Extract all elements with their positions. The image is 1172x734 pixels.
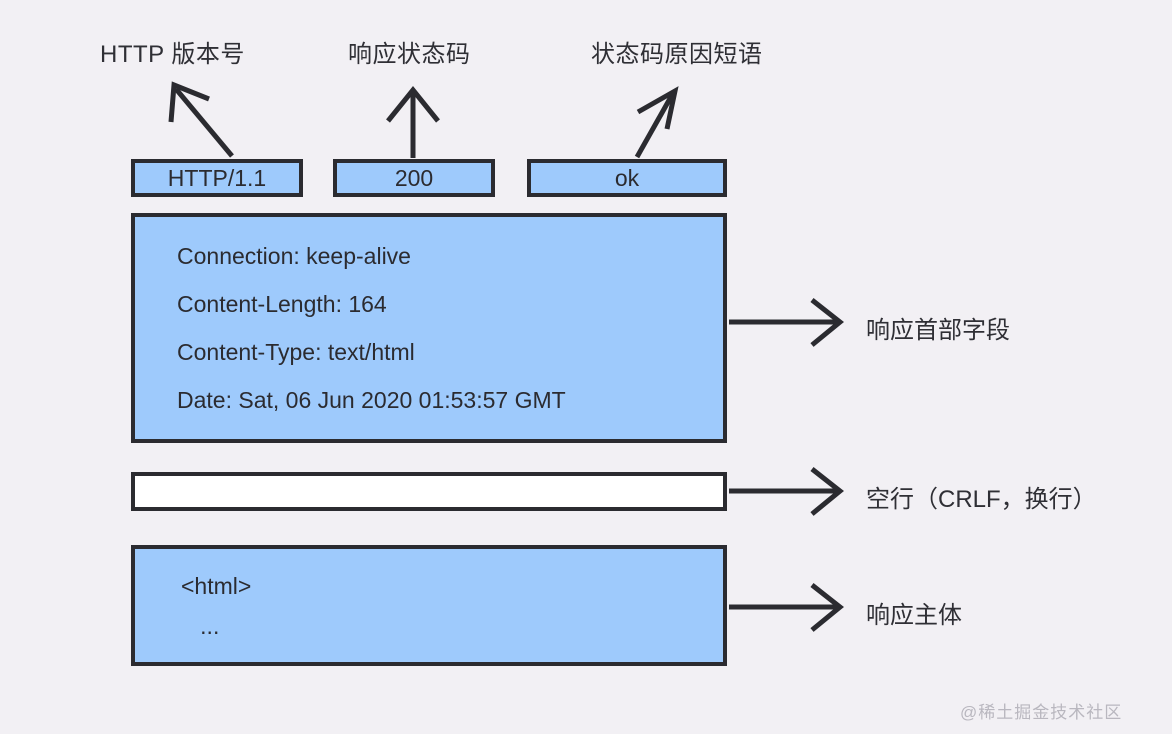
reason-phrase-value: ok bbox=[614, 164, 640, 191]
status-code-box[interactable]: 200 bbox=[333, 159, 495, 197]
arrow-to-http-version-caption bbox=[168, 81, 234, 158]
blank-line-label: 空行（CRLF，换行） bbox=[866, 486, 1097, 513]
http-version-box[interactable]: HTTP/1.1 bbox=[131, 159, 303, 197]
http-version-value: HTTP/1.1 bbox=[167, 164, 267, 191]
status-code-caption: 响应状态码 bbox=[348, 41, 471, 68]
watermark: @稀土掘金技术社区 bbox=[960, 703, 1123, 722]
header-line: Connection: keep-alive bbox=[177, 243, 411, 269]
header-line: Date: Sat, 06 Jun 2020 01:53:57 GMT bbox=[177, 387, 566, 413]
body-line: <html> bbox=[181, 572, 252, 599]
response-body-label: 响应主体 bbox=[866, 602, 962, 629]
arrow-to-status-code-caption bbox=[386, 86, 440, 158]
body-line: ... bbox=[181, 612, 220, 639]
arrow-to-body-label bbox=[729, 583, 844, 632]
http-version-caption: HTTP 版本号 bbox=[100, 41, 245, 68]
arrow-to-reason-phrase-caption bbox=[634, 86, 679, 159]
status-code-value: 200 bbox=[394, 164, 434, 191]
response-body-box[interactable]: <html> ... bbox=[131, 545, 727, 666]
response-headers-box[interactable]: Connection: keep-alive Content-Length: 1… bbox=[131, 213, 727, 443]
reason-phrase-box[interactable]: ok bbox=[527, 159, 727, 197]
header-line: Content-Type: text/html bbox=[177, 339, 415, 365]
arrow-to-blank-line-label bbox=[729, 467, 844, 516]
reason-phrase-caption: 状态码原因短语 bbox=[591, 41, 763, 68]
header-line: Content-Length: 164 bbox=[177, 291, 387, 317]
arrow-to-headers-label bbox=[729, 298, 844, 347]
response-headers-label: 响应首部字段 bbox=[866, 317, 1010, 344]
blank-line-box[interactable] bbox=[131, 472, 727, 511]
